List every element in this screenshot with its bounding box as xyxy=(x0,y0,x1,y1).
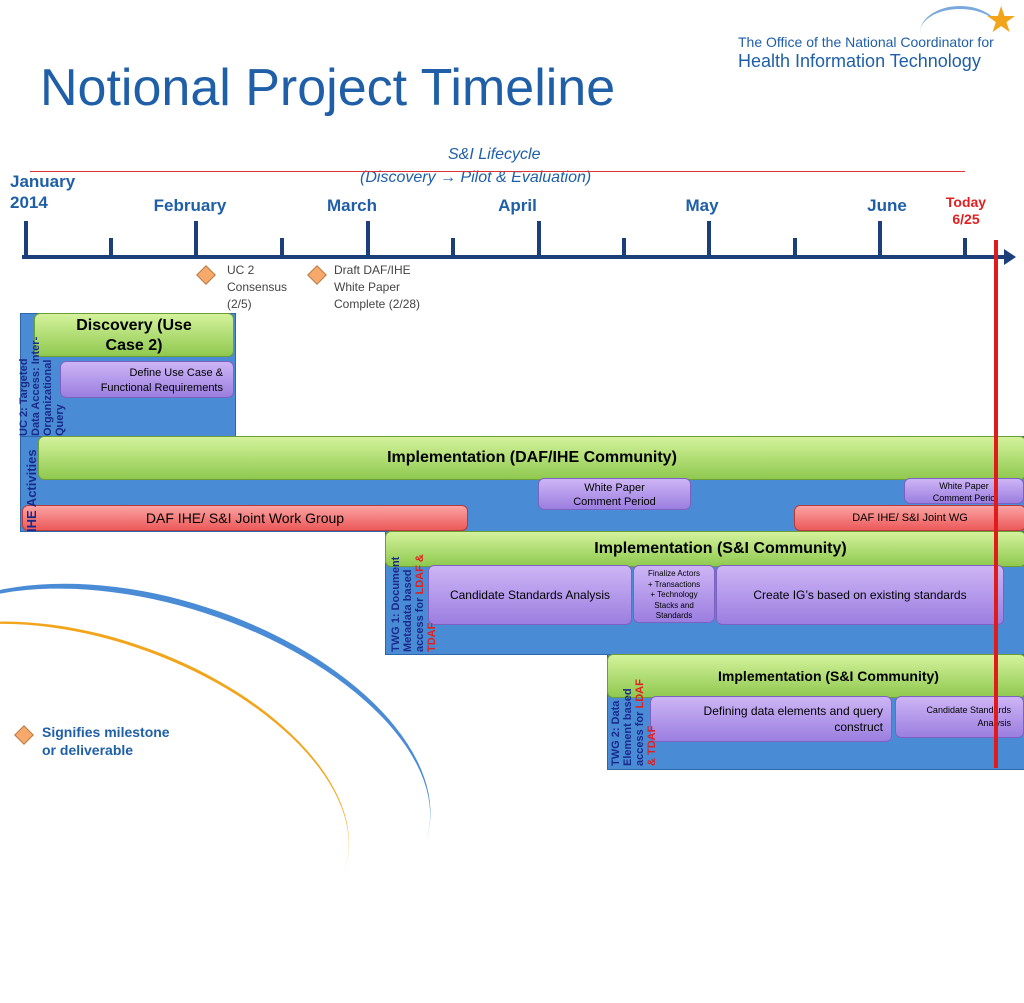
uc2-section-label: UC 2: Targeted Data Access: Inter- Organ… xyxy=(18,318,66,436)
tick-major xyxy=(366,221,370,259)
finalize-line4: Stacks and xyxy=(654,600,694,610)
month-january-label: January xyxy=(10,172,76,191)
timeline-arrow-icon xyxy=(1004,249,1016,265)
uc2-label-line1: UC 2: Targeted xyxy=(18,358,30,436)
discovery-line1: Discovery (Use xyxy=(76,317,192,334)
tick-minor xyxy=(963,238,967,258)
twg1-label-line4: TDAF xyxy=(426,622,438,652)
org-name-line2: Health Information Technology xyxy=(738,51,981,71)
today-label: Today 6/25 xyxy=(936,194,996,228)
org-name-line1: The Office of the National Coordinator f… xyxy=(738,34,994,50)
white-paper-comment-period-bar: White Paper Comment Period xyxy=(538,478,691,510)
finalize-line3: + Technology xyxy=(650,590,698,599)
tick-minor xyxy=(622,238,626,258)
month-june: June xyxy=(867,196,907,215)
lifecycle-title: S&I Lifecycle xyxy=(448,146,541,163)
milestone-uc2-line2: Consensus xyxy=(227,280,288,294)
finalize-line1: Finalize Actors xyxy=(647,569,701,578)
twg1-section-label: TWG 1: Document Metadata based access fo… xyxy=(390,536,438,652)
tick-minor xyxy=(109,238,113,258)
tick-minor xyxy=(280,238,284,258)
candidate2-line1: Candidate Standards xyxy=(926,705,1011,715)
twg2-label-line3: access for LDAF xyxy=(634,662,646,766)
today-date: 6/25 xyxy=(952,211,980,227)
page-title: Notional Project Timeline xyxy=(40,59,616,117)
milestone-uc2-line3: (2/5) xyxy=(227,297,252,311)
legend-text: Signifies milestone or deliverable xyxy=(42,723,170,759)
twg2-label-line2: Element based xyxy=(622,688,634,766)
defining-line2: construct xyxy=(834,720,883,734)
logo-arc xyxy=(920,6,1000,59)
today-label-text: Today xyxy=(945,194,987,210)
defining-data-elements-bar: Defining data elements and query constru… xyxy=(650,696,892,742)
milestone-draft-line3: Complete (2/28) xyxy=(334,297,421,311)
daf-ihe-joint-work-group-bar: DAF IHE/ S&I Joint Work Group xyxy=(22,505,468,531)
lifecycle-divider xyxy=(30,171,965,172)
tick-major xyxy=(707,221,711,259)
tick-major xyxy=(194,221,198,259)
finalize-actors-bar: Finalize Actors + Transactions + Technol… xyxy=(633,565,715,623)
twg1-label-line1: TWG 1: Document xyxy=(390,556,402,652)
star-icon: ★ xyxy=(985,0,1018,40)
month-january-year: 2014 xyxy=(10,193,48,212)
comment1-line2: Comment Period xyxy=(573,496,656,508)
milestone-draft-white-paper: Draft DAF/IHE White Paper Complete (2/28… xyxy=(334,262,420,313)
tick-major xyxy=(878,221,882,259)
twg2-label-line3b: LDAF xyxy=(634,679,646,709)
milestone-draft-line2: White Paper xyxy=(334,280,401,294)
comment2-line2: Comment Perio xyxy=(932,493,996,503)
uc2-label-line4: Query xyxy=(54,404,66,436)
twg1-label-line3b: LDAF & xyxy=(414,554,426,595)
month-january: January 2014 xyxy=(10,171,75,213)
month-march: March xyxy=(326,196,378,215)
candidate-standards-analysis-bar: Candidate Standards Analysis xyxy=(428,565,632,625)
finalize-line5: Standards xyxy=(655,611,693,620)
comment1-line1: White Paper xyxy=(584,482,645,494)
twg2-label-line4: & TDAF xyxy=(646,725,658,766)
timeline-axis xyxy=(22,255,1007,259)
define-line2: Functional Requirements xyxy=(100,382,223,394)
implementation-daf-ihe-bar: Implementation (DAF/IHE Community) xyxy=(38,436,1024,480)
tick-minor xyxy=(451,238,455,258)
discovery-line2: Case 2) xyxy=(105,337,163,354)
legend-line1: Signifies milestone xyxy=(42,724,170,740)
implementation-si-community-bar-2: Implementation (S&I Community) xyxy=(607,654,1024,698)
twg1-label-line3a: access for xyxy=(414,594,426,652)
white-paper-comment-period-bar-2: White Paper Comment Perio xyxy=(904,478,1024,504)
milestone-diamond-icon xyxy=(196,265,216,285)
tick-major xyxy=(24,221,28,259)
define-line1: Define Use Case & xyxy=(129,367,223,379)
twg1-label-line2: Metadata based xyxy=(402,569,414,652)
milestone-diamond-icon xyxy=(307,265,327,285)
lifecycle-subtitle: (Discovery → Pilot & Evaluation) xyxy=(360,169,592,186)
define-use-case-bar: Define Use Case & Functional Requirement… xyxy=(60,361,234,398)
twg2-label-line1: TWG 2: Data xyxy=(610,700,622,766)
finalize-line2: + Transactions xyxy=(647,579,701,589)
twg2-section-label: TWG 2: Data Element based access for LDA… xyxy=(610,662,658,766)
today-marker-line xyxy=(994,240,998,768)
twg1-label-line3: access for LDAF & xyxy=(414,536,426,652)
twg2-label-line3a: access for xyxy=(634,708,646,766)
daf-ihe-joint-wg-bar: DAF IHE/ S&I Joint WG xyxy=(794,505,1024,531)
month-april: April xyxy=(498,196,537,215)
implementation-si-community-bar-1: Implementation (S&I Community) xyxy=(385,531,1024,567)
month-may: May xyxy=(685,196,719,215)
milestone-uc2-consensus: UC 2 Consensus (2/5) xyxy=(227,262,287,313)
milestone-uc2-line1: UC 2 xyxy=(227,263,255,277)
candidate-standards-analysis-bar-2: Candidate Standards Analysis xyxy=(895,696,1024,738)
uc2-label-line2: Data Access: Inter- xyxy=(30,336,42,436)
legend-line2: or deliverable xyxy=(42,742,134,758)
uc2-label-line3: Organizational xyxy=(42,359,54,436)
ihe-activities-label: IHE Activities xyxy=(24,449,39,532)
milestone-draft-line1: Draft DAF/IHE xyxy=(334,263,411,277)
discovery-use-case-2-bar: Discovery (Use Case 2) xyxy=(34,313,234,357)
tick-major xyxy=(537,221,541,259)
create-igs-bar: Create IG’s based on existing standards xyxy=(716,565,1004,625)
tick-minor xyxy=(793,238,797,258)
comment2-line1: White Paper xyxy=(939,481,989,491)
defining-line1: Defining data elements and query xyxy=(703,704,883,718)
month-february: February xyxy=(153,196,227,215)
